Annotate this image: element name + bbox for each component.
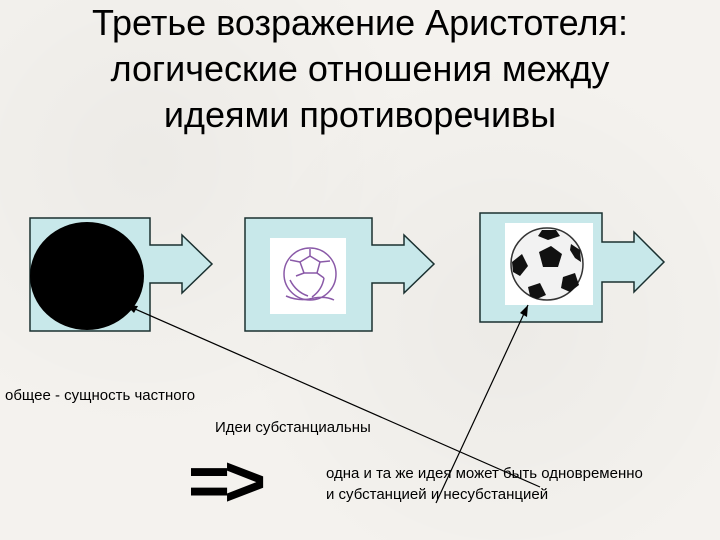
arrow-box-3 [479, 212, 666, 323]
note-line-1: одна и та же идея может быть одновременн… [326, 465, 643, 482]
title-line-1: Третье возражение Аристотеля: [92, 2, 628, 43]
implies-symbol: => [188, 442, 266, 522]
slide-title: Третье возражение Аристотеля: логические… [20, 0, 700, 138]
arrow-box-1 [29, 217, 214, 332]
title-line-2: логические отношения между [110, 48, 610, 89]
black-ellipse-icon [30, 222, 144, 330]
label-substantial: Идеи субстанциальны [215, 419, 371, 436]
outline-ball-icon [283, 247, 337, 301]
label-general: общее - сущность частного [5, 387, 196, 404]
arrow-box-2 [244, 217, 436, 332]
soccer-ball-icon [510, 227, 584, 301]
title-line-3: идеями противоречивы [163, 94, 557, 135]
connector-lines [125, 304, 541, 504]
note-line-2: и субстанцией и несубстанцией [326, 486, 549, 503]
